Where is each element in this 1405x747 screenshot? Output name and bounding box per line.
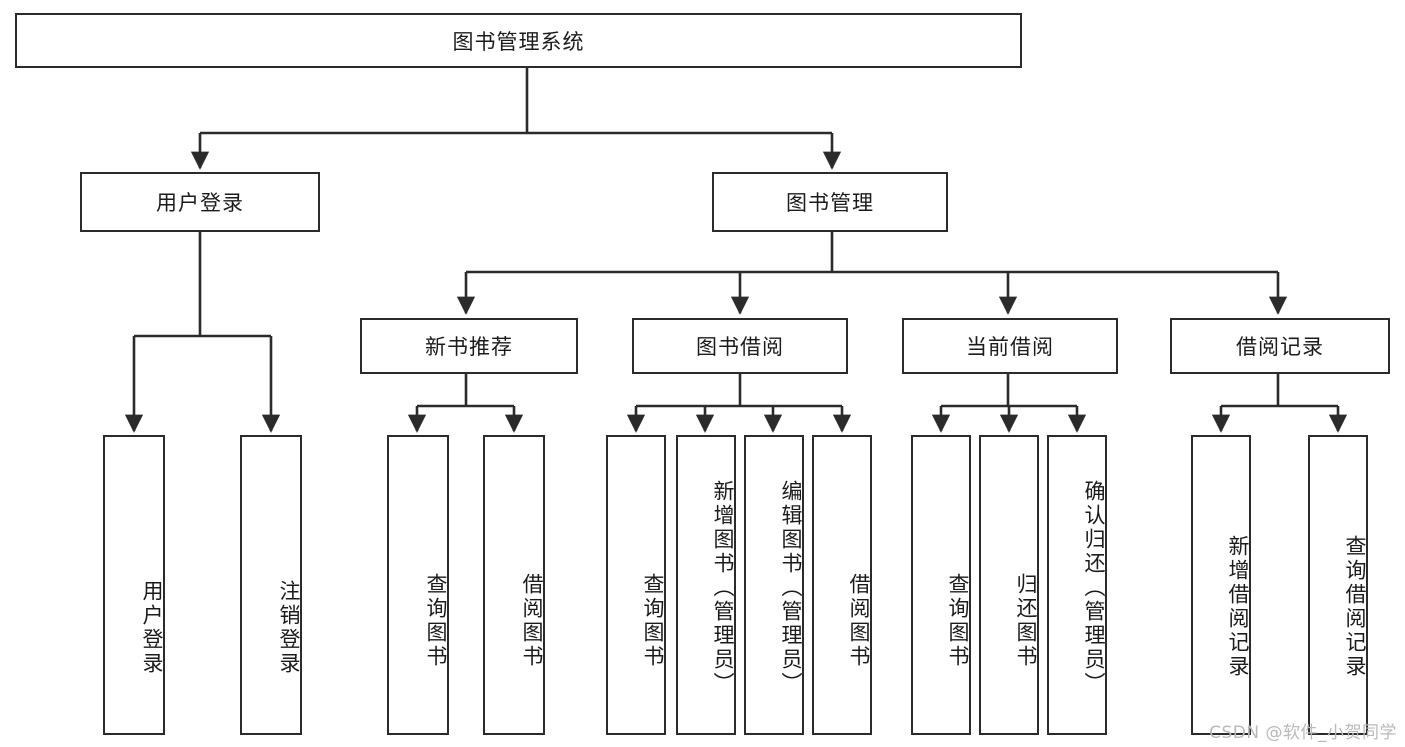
node-new-book-recommend[interactable]: 新书推荐 [360,318,578,374]
leaf-query-record[interactable]: 查询借阅记录 [1308,435,1368,735]
leaf-user-login[interactable]: 用户登录 [103,435,165,735]
node-borrow-record[interactable]: 借阅记录 [1170,318,1390,374]
leaf-borrow-book-2-label: 借阅图书 [847,573,871,669]
leaf-edit-book[interactable]: 编辑图书（管理员） [744,435,804,735]
leaf-user-login-label: 用户登录 [140,580,164,676]
node-current-borrow[interactable]: 当前借阅 [902,318,1118,374]
leaf-query-book-3-label: 查询图书 [946,573,970,669]
leaf-logout-label: 注销登录 [277,580,301,676]
leaf-query-book-1-label: 查询图书 [424,573,448,669]
leaf-query-record-label: 查询借阅记录 [1343,535,1367,679]
leaf-return-book[interactable]: 归还图书 [979,435,1039,735]
node-book-manage-label: 图书管理 [786,191,874,215]
leaf-confirm-return[interactable]: 确认归还（管理员） [1047,435,1107,735]
leaf-borrow-book-2[interactable]: 借阅图书 [812,435,872,735]
node-borrow-record-label: 借阅记录 [1236,335,1324,359]
leaf-logout[interactable]: 注销登录 [240,435,302,735]
leaf-borrow-book-1-label: 借阅图书 [520,573,544,669]
leaf-add-book[interactable]: 新增图书（管理员） [676,435,736,735]
node-root[interactable]: 图书管理系统 [15,13,1022,68]
leaf-return-book-label: 归还图书 [1014,573,1038,669]
leaf-query-book-1[interactable]: 查询图书 [387,435,449,735]
node-current-borrow-label: 当前借阅 [966,335,1054,359]
leaf-borrow-book-1[interactable]: 借阅图书 [483,435,545,735]
node-root-label: 图书管理系统 [452,29,585,54]
node-book-borrow[interactable]: 图书借阅 [632,318,848,374]
leaf-query-book-2-label: 查询图书 [641,573,665,669]
node-book-borrow-label: 图书借阅 [696,335,784,359]
leaf-confirm-return-label: 确认归还（管理员） [1082,480,1106,696]
leaf-add-book-label: 新增图书（管理员） [711,480,735,696]
watermark: CSDN @软件_小贺同学 [1209,723,1397,743]
leaf-query-book-3[interactable]: 查询图书 [911,435,971,735]
node-book-manage[interactable]: 图书管理 [712,172,948,232]
leaf-query-book-2[interactable]: 查询图书 [606,435,666,735]
leaf-edit-book-label: 编辑图书（管理员） [779,480,803,696]
node-user-login-label: 用户登录 [156,191,244,215]
node-new-book-recommend-label: 新书推荐 [425,335,513,359]
leaf-add-record[interactable]: 新增借阅记录 [1191,435,1251,735]
node-user-login[interactable]: 用户登录 [80,172,320,232]
leaf-add-record-label: 新增借阅记录 [1226,535,1250,679]
